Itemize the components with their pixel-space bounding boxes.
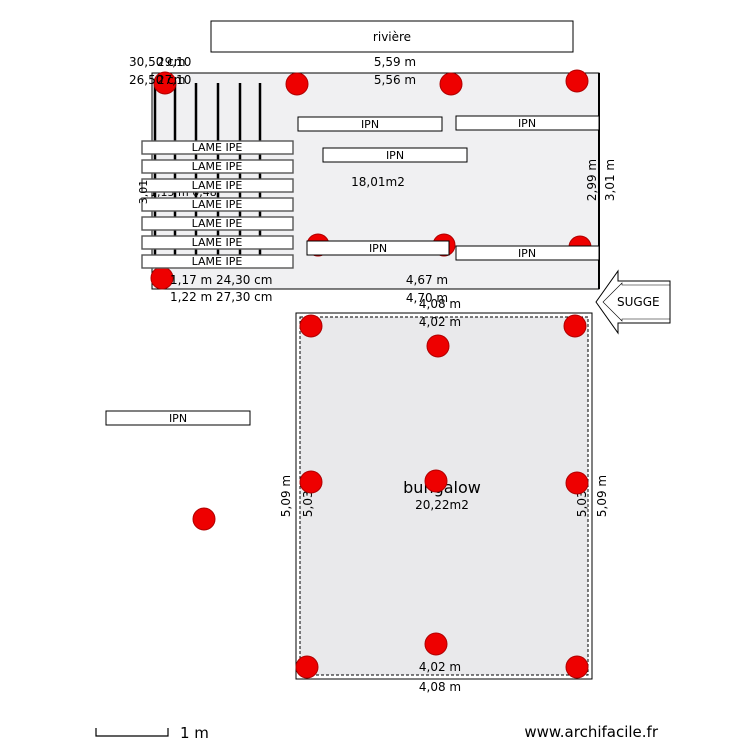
offset-label: 27,30 cm xyxy=(216,290,272,304)
lame-label: LAME IPE xyxy=(192,255,243,268)
dimension-label: 5,59 m xyxy=(374,55,416,69)
lame-ipe-board[interactable]: LAME IPE xyxy=(141,254,294,269)
watermark: www.archifacile.fr xyxy=(524,723,658,741)
lame-ipe-board[interactable]: LAME IPE xyxy=(141,159,294,174)
pillar[interactable] xyxy=(439,72,463,96)
lame-label: LAME IPE xyxy=(192,217,243,230)
bungalow-room[interactable]: bungalow 20,22m2 xyxy=(295,312,593,680)
pillar[interactable] xyxy=(295,655,319,679)
bungalow-outer-wall xyxy=(295,312,593,680)
dimension-label: 4,08 m xyxy=(419,680,461,694)
lame-ipe-board[interactable]: LAME IPE xyxy=(141,235,294,250)
dimension-label: 5,09 m xyxy=(279,475,293,517)
scale-bar: 1 m xyxy=(95,724,209,742)
offset-label: 27,10 xyxy=(157,73,191,87)
ipn-label: IPN xyxy=(361,118,379,131)
pillar[interactable] xyxy=(192,507,216,531)
lame-ipe-board[interactable]: LAME IPE xyxy=(141,216,294,231)
offset-label: 30,50 cm xyxy=(129,55,185,69)
ipn-beam[interactable]: IPN xyxy=(455,245,600,261)
dimension-label: 3,01 m xyxy=(603,159,617,201)
dimension-label: 4,08 m xyxy=(419,297,461,311)
lame-label: LAME IPE xyxy=(192,160,243,173)
pillar[interactable] xyxy=(426,334,450,358)
riviere-label: rivière xyxy=(373,30,411,44)
pillar[interactable] xyxy=(299,470,323,494)
dimension-label: 2,99 m xyxy=(585,159,599,201)
riviere-banner[interactable]: rivière xyxy=(210,20,574,53)
lame-label: LAME IPE xyxy=(192,198,243,211)
ipn-beam[interactable]: IPN xyxy=(455,115,600,131)
lame-label: LAME IPE xyxy=(192,236,243,249)
ipn-beam[interactable]: IPN xyxy=(297,116,443,132)
dimension-label: 5,56 m xyxy=(374,73,416,87)
offset-label: 24,30 cm xyxy=(216,273,272,287)
ipn-label: IPN xyxy=(169,412,187,425)
ipn-label: IPN xyxy=(518,117,536,130)
lame-label: LAME IPE xyxy=(192,179,243,192)
ipn-beam[interactable]: IPN xyxy=(105,410,251,426)
dimension-label: 4,02 m xyxy=(419,660,461,674)
lame-ipe-board[interactable]: LAME IPE xyxy=(141,178,294,193)
suggestion-arrow[interactable]: SUGGE xyxy=(595,269,671,335)
pillar[interactable] xyxy=(565,655,589,679)
bungalow-floor xyxy=(299,316,589,676)
pillar[interactable] xyxy=(565,69,589,93)
dimension-label: 4,70 m xyxy=(406,291,448,305)
lame-label: LAME IPE xyxy=(192,141,243,154)
offset-label: 26,50 cm xyxy=(129,73,185,87)
pillar[interactable] xyxy=(285,72,309,96)
dimension-label: 4,67 m xyxy=(406,273,448,287)
lame-ipe-board[interactable]: LAME IPE xyxy=(141,140,294,155)
pillar[interactable] xyxy=(424,632,448,656)
offset-label: 1,17 m xyxy=(170,273,212,287)
pillar[interactable] xyxy=(563,314,587,338)
pillar[interactable] xyxy=(299,314,323,338)
dimension-label: 4,02 m xyxy=(419,315,461,329)
bungalow-area: 20,22m2 xyxy=(415,498,469,512)
scale-label: 1 m xyxy=(180,724,209,742)
ipn-label: IPN xyxy=(369,242,387,255)
offset-label: 29,10 xyxy=(157,55,191,69)
dimension-label: 5,09 m xyxy=(595,475,609,517)
pillar[interactable] xyxy=(565,471,589,495)
ipn-beam[interactable]: IPN xyxy=(306,240,450,256)
ipn-beam[interactable]: IPN xyxy=(322,147,468,163)
lame-ipe-board[interactable]: LAME IPE xyxy=(141,197,294,212)
ipn-label: IPN xyxy=(518,247,536,260)
pillar[interactable] xyxy=(153,71,177,95)
top-room-area: 18,01m2 xyxy=(351,175,405,189)
ipn-label: IPN xyxy=(386,149,404,162)
pillar[interactable] xyxy=(424,469,448,493)
dimension-label: 3,01 xyxy=(137,180,150,205)
suggestion-label: SUGGE xyxy=(617,295,660,309)
offset-label: 1,22 m xyxy=(170,290,212,304)
